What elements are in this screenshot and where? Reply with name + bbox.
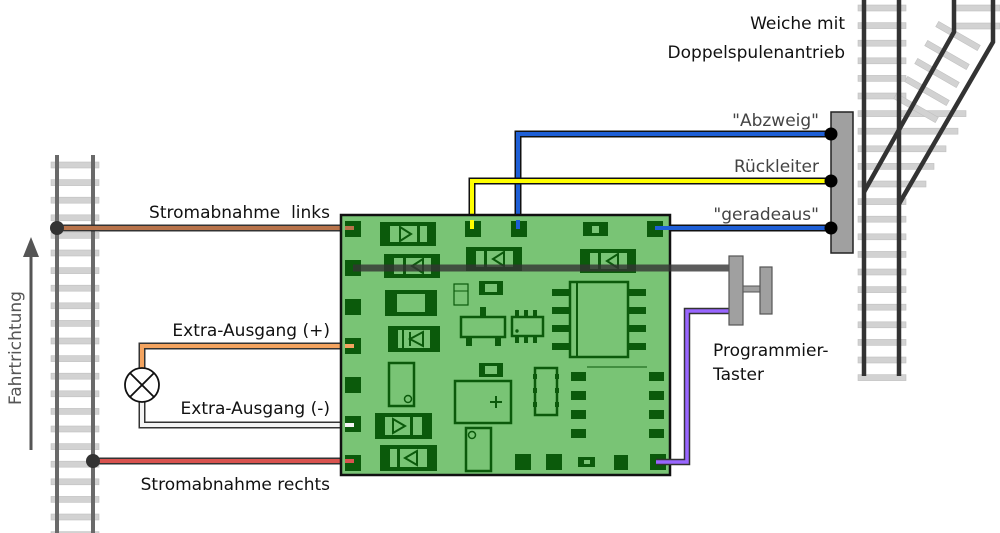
terminal-branch <box>824 127 838 141</box>
sleeper <box>857 339 907 346</box>
sleeper <box>50 179 100 186</box>
sleeper <box>857 4 907 12</box>
turnout-diverging-rail-left <box>862 0 957 194</box>
sleeper <box>857 163 935 170</box>
sleeper <box>50 214 100 222</box>
sleeper <box>857 39 907 47</box>
sleeper <box>924 39 970 71</box>
wire-common-return <box>468 177 832 228</box>
terminal-straight <box>824 221 838 235</box>
label-common-return: Rückleiter <box>734 157 819 177</box>
sleeper <box>857 92 907 100</box>
sleeper <box>857 251 907 258</box>
turnout <box>857 0 1000 381</box>
sleeper <box>50 408 100 415</box>
turnout-sleepers <box>857 4 1000 381</box>
turnout-title-line2: Doppelspulenantrieb <box>668 43 845 63</box>
sleeper <box>50 249 100 257</box>
decoder-pcb <box>339 213 672 477</box>
label-extra-plus: Extra-Ausgang (+) <box>172 321 330 341</box>
sleeper <box>857 374 907 381</box>
label-straight: "geradeaus" <box>713 205 819 225</box>
sleeper <box>893 92 939 124</box>
terminal-common <box>824 174 838 188</box>
sleeper <box>857 215 907 223</box>
sleeper <box>857 57 907 65</box>
direction-label: Fahrtrichtung <box>6 291 26 405</box>
pickup-contact-left <box>50 221 64 235</box>
label-pickup-left: Stromabnahme links <box>149 203 330 223</box>
sleeper <box>857 286 907 293</box>
sleeper <box>857 180 927 188</box>
sleeper <box>50 196 100 204</box>
label-extra-minus: Extra-Ausgang (-) <box>181 399 330 419</box>
programming-button[interactable] <box>728 255 773 326</box>
pickup-contact-right <box>86 454 100 468</box>
sleeper <box>857 22 907 29</box>
label-pickup-right: Stromabnahme rechts <box>141 475 330 495</box>
wire-extra-minus <box>138 400 353 429</box>
sleeper <box>50 355 100 362</box>
sleeper <box>935 20 981 52</box>
sleeper <box>50 302 100 310</box>
left-track <box>50 155 100 533</box>
sleeper <box>857 233 907 241</box>
sleeper <box>857 321 907 329</box>
sleeper <box>50 496 100 503</box>
sleeper <box>50 425 100 433</box>
sleeper <box>50 267 100 274</box>
sleeper <box>50 284 100 292</box>
sleeper <box>50 161 100 169</box>
sleeper <box>50 337 100 345</box>
sleeper <box>857 145 947 153</box>
sleeper <box>857 75 907 82</box>
sleeper <box>50 443 100 450</box>
sleeper <box>904 75 950 107</box>
direction-arrow-icon <box>23 237 39 450</box>
sleeper <box>50 390 100 398</box>
sleeper <box>50 478 100 486</box>
programming-button-label-line1: Programmier- <box>713 341 829 361</box>
sleeper <box>857 198 907 205</box>
sleeper <box>857 127 959 135</box>
track-sleepers <box>50 161 100 533</box>
sleeper <box>50 372 100 380</box>
wire-programming-button <box>656 307 731 466</box>
sleeper <box>50 531 100 533</box>
wire-extra-plus <box>138 342 353 372</box>
turnout-title-line1: Weiche mit <box>750 14 845 34</box>
sleeper <box>857 356 907 364</box>
sleeper <box>50 513 100 521</box>
sleeper <box>50 320 100 327</box>
sleeper <box>914 57 960 89</box>
wire-branch <box>514 130 832 228</box>
programming-button-label-line2: Taster <box>712 365 764 385</box>
sleeper <box>50 232 100 239</box>
turnout-diverging-rail-right <box>897 0 996 206</box>
label-branch: "Abzweig" <box>732 111 819 131</box>
lamp-icon <box>124 367 160 403</box>
sleeper <box>857 303 907 311</box>
sleeper <box>857 268 907 276</box>
